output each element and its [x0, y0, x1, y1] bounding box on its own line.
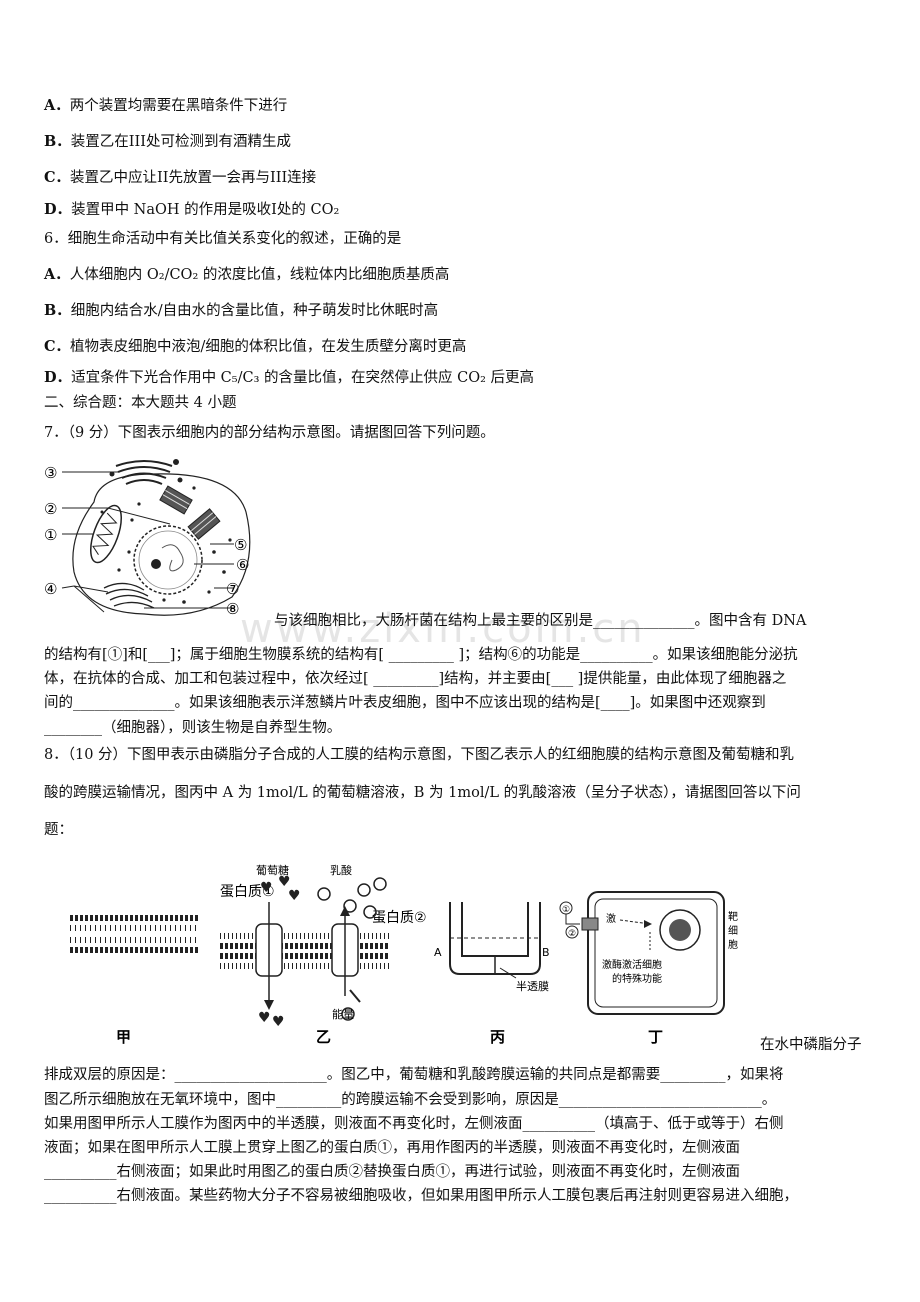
special-function-2: 的特殊功能: [612, 972, 662, 985]
svg-text:♥: ♥: [272, 1014, 285, 1030]
q6-option-b: B．细胞内结合水/自由水的含量比值，种子萌发时比休眠时高: [44, 302, 439, 319]
q8-line-7: 液面；如果在图甲所示人工膜上贯穿上图乙的蛋白质①，再用作图丙的半透膜，则液面不再…: [44, 1140, 740, 1156]
q8-line-4: 排成双层的原因是：_____________________。图乙中，葡萄糖和乳…: [44, 1067, 784, 1083]
q7-line-2: 的结构有[①]和[___]；属于细胞生物膜系统的结构有[ _________ ]…: [44, 647, 798, 663]
fig-label-yi: 乙: [316, 1028, 331, 1046]
q6-option-d: D．适宜条件下光合作用中 C₅/C₃ 的含量比值，在突然停止供应 CO₂ 后更高: [44, 369, 535, 386]
solution-a-label: A: [434, 946, 442, 959]
section-heading: 二、综合题：本大题共 4 小题: [44, 395, 237, 411]
q8-line-9: __________右侧液面。某些药物大分子不容易被细胞吸收，但如果用图甲所示人…: [44, 1188, 798, 1204]
svg-text:♥: ♥: [278, 874, 291, 890]
receptor-1-marker: ①: [562, 905, 570, 915]
q8-line-3: 题：: [44, 822, 73, 838]
q8-line-5: 图乙所示细胞放在无氧环境中，图中_________的跨膜运输不会受到影响，原因是…: [44, 1092, 777, 1108]
fig-label-bing: 丙: [490, 1028, 505, 1046]
fig-label-ding: 丁: [648, 1028, 663, 1046]
q8-line-1: 8．（10 分）下图甲表示由磷脂分子合成的人工膜的结构示意图，下图乙表示人的红细…: [44, 747, 795, 763]
protein1-label: 蛋白质①: [220, 884, 275, 900]
target-cell-label-3: 胞: [728, 939, 738, 951]
fig-label-jia: 甲: [116, 1028, 131, 1046]
svg-text:♥: ♥: [260, 880, 273, 896]
q5-option-a: A．两个装置均需要在黑暗条件下进行: [44, 97, 288, 114]
q5-option-c: C．装置乙中应让II先放置一会再与III连接: [44, 169, 317, 186]
q7-line-3: 体，在抗体的合成、加工和包装过程中，依次经过[ _________]结构，并主要…: [44, 671, 787, 687]
q7-line-4: 间的______________。如果该细胞表示洋葱鳞片叶表皮细胞，图中不应该出…: [44, 695, 766, 711]
energy-label: 能量: [332, 1007, 354, 1021]
solution-b-label: B: [542, 946, 550, 959]
q8-after-figure: 在水中磷脂分子: [760, 1037, 862, 1053]
fig-label-5: ⑤: [234, 536, 247, 554]
fig-label-7: ⑦: [226, 580, 239, 598]
fig-label-3: ③: [44, 464, 57, 482]
kinase-label: 激: [606, 912, 616, 925]
target-cell-label-2: 细: [728, 924, 738, 937]
q6-option-c: C．植物表皮细胞中液泡/细胞的体积比值，在发生质壁分离时更高: [44, 338, 467, 355]
receptor-2-marker: ②: [568, 929, 576, 939]
fig-label-8: ⑧: [226, 600, 239, 618]
fig-label-1: ①: [44, 526, 57, 544]
q5-option-d: D．装置甲中 NaOH 的作用是吸收Ⅰ处的 CO₂: [44, 201, 340, 218]
cell-structure-figure: ③ ② ① ④ ⑤ ⑥ ⑦ ⑧: [44, 459, 251, 618]
glucose-label: 葡萄糖: [256, 863, 289, 877]
q7-line-5: ________（细胞器），则该生物是自养型生物。: [44, 720, 342, 736]
lactate-label: 乳酸: [330, 863, 352, 877]
q7-line-1: 与该细胞相比，大肠杆菌在结构上最主要的区别是______________。图中含…: [274, 613, 807, 629]
q5-option-b: B．装置乙在III处可检测到有酒精生成: [44, 133, 291, 150]
q6-option-a: A．人体细胞内 O₂/CO₂ 的浓度比值，线粒体内比细胞质基质高: [44, 266, 450, 283]
protein2-label: 蛋白质②: [372, 910, 427, 926]
fig-label-6: ⑥: [236, 556, 249, 574]
semipermeable-label: 半透膜: [516, 979, 549, 993]
q8-line-6: 如果用图甲所示人工膜作为图丙中的半透膜，则液面不再变化时，左侧液面_______…: [44, 1116, 784, 1132]
fig-label-4: ④: [44, 580, 57, 598]
special-function-1: 激酶激活细胞: [602, 958, 662, 971]
watermark: www.zixin.com.cn: [240, 606, 646, 652]
membrane-transport-figure: 甲 葡萄糖 乳酸 蛋白质① 蛋白质② ♥♥♥ ♥♥ 能量 乙 A B 半透膜 丙…: [70, 863, 738, 1046]
q6-stem: 6．细胞生命活动中有关比值关系变化的叙述，正确的是: [44, 231, 402, 247]
svg-text:♥: ♥: [258, 1010, 271, 1026]
q7-stem: 7．（9 分）下图表示细胞内的部分结构示意图。请据图回答下列问题。: [44, 425, 495, 441]
q8-line-8: __________右侧液面；如果此时用图乙的蛋白质②替换蛋白质①，再进行试验，…: [44, 1164, 740, 1180]
q8-line-2: 酸的跨膜运输情况，图丙中 A 为 1mol/L 的葡萄糖溶液，B 为 1mol/…: [44, 785, 801, 801]
target-cell-label-1: 靶: [728, 910, 738, 923]
svg-text:♥: ♥: [288, 888, 301, 904]
fig-label-2: ②: [44, 500, 57, 518]
